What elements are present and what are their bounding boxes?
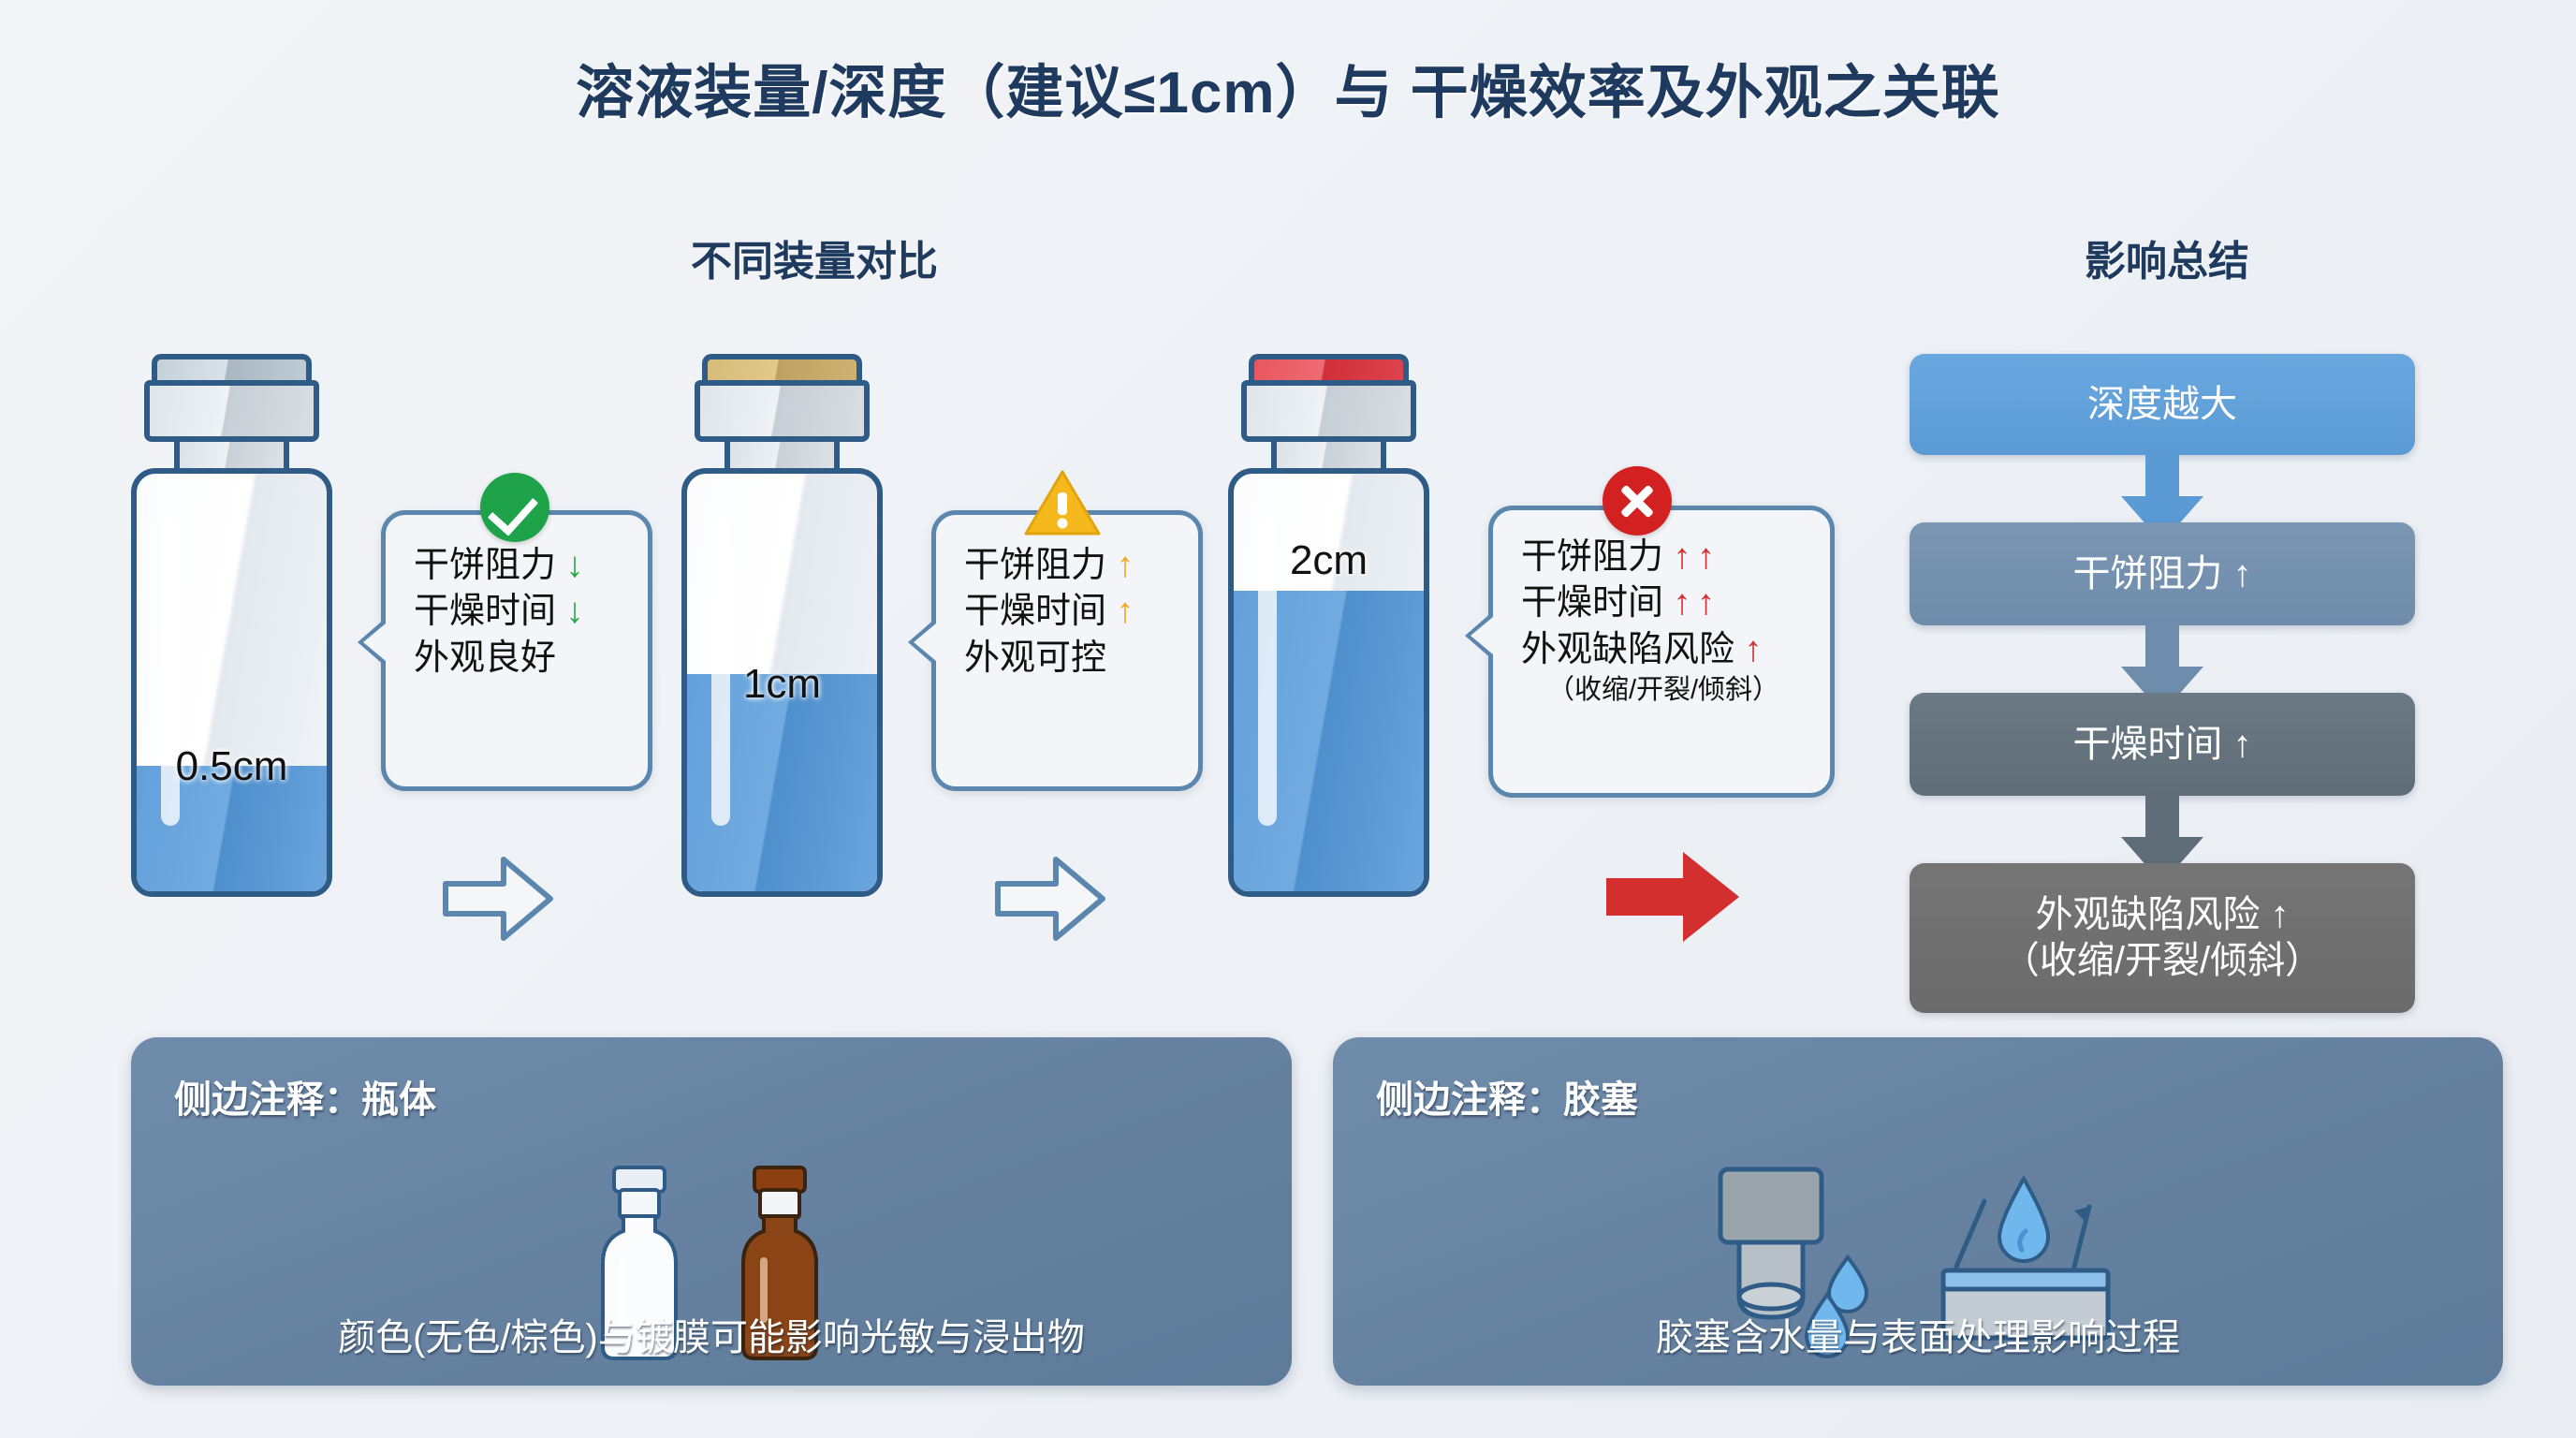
vial-cap-body [1241,380,1416,442]
flow-box-cake-resistance: 干饼阻力 ↑ [1910,522,2415,625]
vial-cap-top [152,354,312,386]
clear-and-amber-vial-icon [131,1148,1292,1372]
trend-arrow-icon: ↑ [1116,546,1134,585]
flow-box-drying-time: 干燥时间 ↑ [1910,693,2415,796]
vial-cap-top [1249,354,1409,386]
check-circle-icon [480,473,549,542]
vial-depth-label: 0.5cm [175,743,288,789]
vial-highlight [711,517,730,826]
callout-line: 外观缺陷风险 ↑ [1521,627,1806,673]
callout-1cm: 干饼阻力 ↑ 干燥时间 ↑ 外观可控 [908,510,1203,791]
callout-line-text: 外观可控 [964,638,1107,678]
callout-line: 外观良好 [414,636,623,682]
callout-line: 干燥时间 ↑ [964,589,1174,635]
x-circle-icon [1603,466,1672,536]
note-title: 侧边注释：胶塞 [1376,1079,1638,1121]
section-heading-compare: 不同装量对比 [691,239,938,285]
trend-arrow-icon: ↑ ↑ [1673,537,1716,577]
flow-arrow-2 [2117,622,2207,720]
callout-2cm: 干饼阻力 ↑ ↑ 干燥时间 ↑ ↑ 外观缺陷风险 ↑ （收缩/开裂/倾斜） [1465,506,1835,798]
vial-body: 2cm [1228,468,1429,897]
flow-arrow-3 [2117,792,2207,890]
callout-line-text: 干饼阻力 [964,546,1107,585]
flow-box-label: 外观缺陷风险 ↑ [2035,894,2290,936]
vial-depth-label: 1cm [742,661,822,707]
flow-box-depth: 深度越大 [1910,354,2415,455]
vial-highlight [1258,517,1277,826]
callout-tail [358,618,386,667]
callout-line-text: 干饼阻力 [414,546,557,585]
callout-line-text: 外观缺陷风险 [1521,629,1735,669]
callout-line: 干燥时间 ↑ ↑ [1521,580,1806,626]
trend-arrow-icon: ↑ [1116,592,1134,632]
result-arrow [1603,841,1743,958]
callout-line-text: 干燥时间 [414,592,557,632]
callout-line-text: 外观良好 [414,638,557,678]
note-title: 侧边注释：瓶体 [174,1079,436,1121]
trend-arrow-icon: ↓ [565,592,584,632]
vial-2cm: 2cm [1228,354,1429,897]
note-panel-stopper: 侧边注释：胶塞 [1333,1037,2503,1386]
note-panel-vial: 侧边注释：瓶体 颜色(无色/棕色)与镀膜可能影响光敏与浸出物 [131,1037,1292,1386]
page-title: 溶液装量/深度（建议≤1cm）与 干燥效率及外观之关联 [576,61,2000,125]
flow-box-label: 深度越大 [2087,383,2237,425]
callout-line: 干燥时间 ↓ [414,589,623,635]
note-caption: 胶塞含水量与表面处理影响过程 [1656,1317,2180,1358]
callout-line-text: 干饼阻力 [1521,537,1664,577]
warning-triangle-icon [1023,468,1102,537]
step-arrow-1 [442,852,554,950]
callout-line: 干饼阻力 ↑ [964,543,1174,589]
callout-0-5cm: 干饼阻力 ↓ 干燥时间 ↓ 外观良好 [358,510,652,791]
callout-tail [1465,611,1493,660]
trend-arrow-icon: ↑ ↑ [1673,583,1716,624]
callout-line: 干饼阻力 ↓ [414,543,623,589]
section-heading-summary: 影响总结 [2085,239,2249,285]
vial-cap-body [144,380,319,442]
note-caption: 颜色(无色/棕色)与镀膜可能影响光敏与浸出物 [338,1317,1085,1358]
callout-line-text: 干燥时间 [1521,583,1664,624]
callout-tail [908,618,936,667]
callout-line: 干饼阻力 ↑ ↑ [1521,535,1806,580]
vial-0-5cm: 0.5cm [131,354,332,897]
stopper-and-water-drop-icon [1333,1148,2503,1372]
vial-cap-top [702,354,862,386]
vial-body: 0.5cm [131,468,332,897]
callout-line-text: 干燥时间 [964,592,1107,632]
vial-cap-body [695,380,870,442]
vial-body: 1cm [681,468,883,897]
vial-depth-label: 2cm [1289,537,1368,583]
step-arrow-2 [994,852,1106,950]
trend-arrow-icon: ↓ [565,546,584,585]
flow-box-label: 干燥时间 ↑ [2072,723,2252,765]
flow-box-sublabel: （收缩/开裂/倾斜） [2001,940,2323,981]
callout-sub-note: （收缩/开裂/倾斜） [1546,675,1780,706]
flow-box-defect-risk: 外观缺陷风险 ↑ （收缩/开裂/倾斜） [1910,863,2415,1013]
trend-arrow-icon: ↑ [1744,629,1763,669]
vial-1cm: 1cm [681,354,883,897]
flow-arrow-1 [2117,451,2207,550]
flow-box-label: 干饼阻力 ↑ [2072,552,2252,594]
callout-line: 外观可控 [964,636,1174,682]
vial-highlight [161,517,180,826]
